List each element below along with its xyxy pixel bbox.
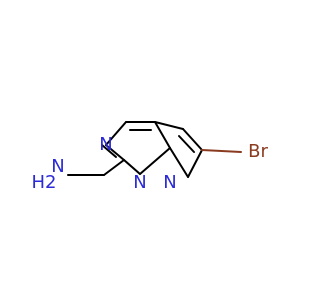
amine-nitrogen-label: N [51, 156, 64, 177]
bond-n3-c4 [105, 121, 127, 146]
bond-n1-c2 [123, 159, 141, 175]
bond-c6-c7 [187, 149, 203, 178]
ring-nitrogen-bottom-right-label: N [163, 172, 176, 193]
bond-group [67, 121, 242, 178]
bond-c6-br [201, 149, 242, 153]
bond-c2-n3 [105, 144, 125, 161]
bond-ch2-ring [103, 159, 125, 176]
molecule-structure: N H2 N N N Br [32, 121, 268, 193]
bond-c2-n3-double [101, 144, 117, 158]
bond-n-n1 [139, 147, 171, 175]
bond-c4a-c5 [154, 121, 184, 130]
ring-nitrogen-top-label: N [99, 134, 112, 155]
bond-c4a-n [154, 121, 171, 149]
ring-nitrogen-bottom-left-label: N [133, 172, 146, 193]
molecule-canvas: N H2 N N N Br [31, 121, 269, 193]
amine-hydrogen-label: H2 [32, 172, 57, 193]
bond-c5-c6-double [178, 135, 195, 153]
bond-c7-n [169, 147, 189, 178]
bond-c5-c6 [182, 128, 203, 151]
bromine-label: Br [248, 141, 268, 162]
